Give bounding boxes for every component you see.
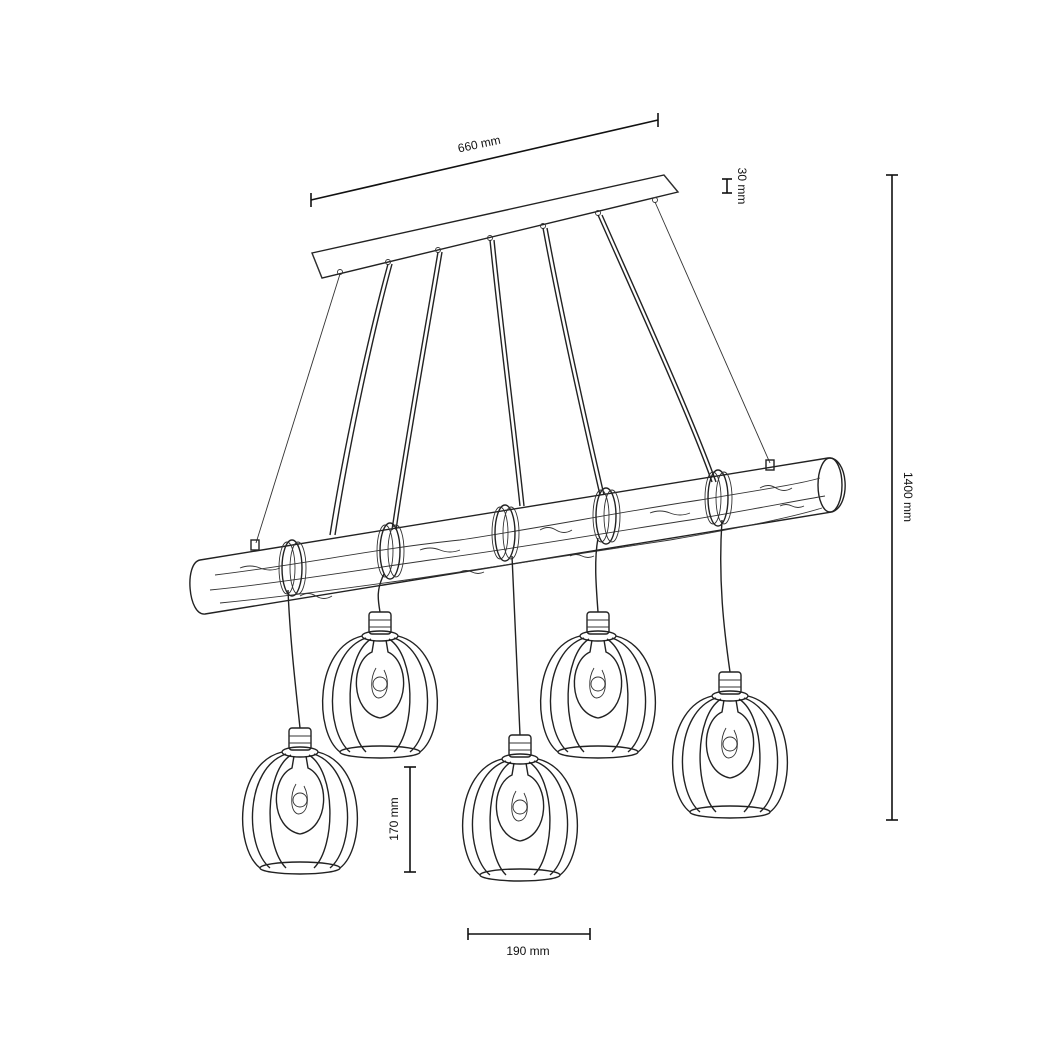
dimension-shade-width: 190 mm	[467, 928, 591, 958]
cable-wraps	[278, 469, 733, 597]
dimension-canopy-height: 30 mm	[722, 168, 749, 205]
width-label: 660 mm	[457, 133, 502, 156]
total-height-label: 1400 mm	[901, 472, 915, 522]
pendant-shade-2	[321, 611, 439, 759]
shade-width-label: 190 mm	[506, 944, 549, 958]
pendant-shade-4	[539, 611, 657, 759]
pendant-shade-5	[671, 671, 789, 819]
drop-cables	[287, 519, 731, 736]
suspension-wires	[255, 201, 771, 544]
cables	[329, 214, 717, 536]
wooden-beam	[189, 457, 846, 615]
pendant-shade-1	[241, 727, 359, 875]
dimension-total-height: 1400 mm	[886, 174, 915, 821]
shade-height-label: 170 mm	[387, 797, 401, 840]
dimension-width: 660 mm	[310, 113, 659, 207]
canopy-height-label: 30 mm	[735, 168, 749, 205]
dimension-shade-height: 170 mm	[387, 766, 416, 873]
pendant-shade-3	[461, 734, 579, 882]
